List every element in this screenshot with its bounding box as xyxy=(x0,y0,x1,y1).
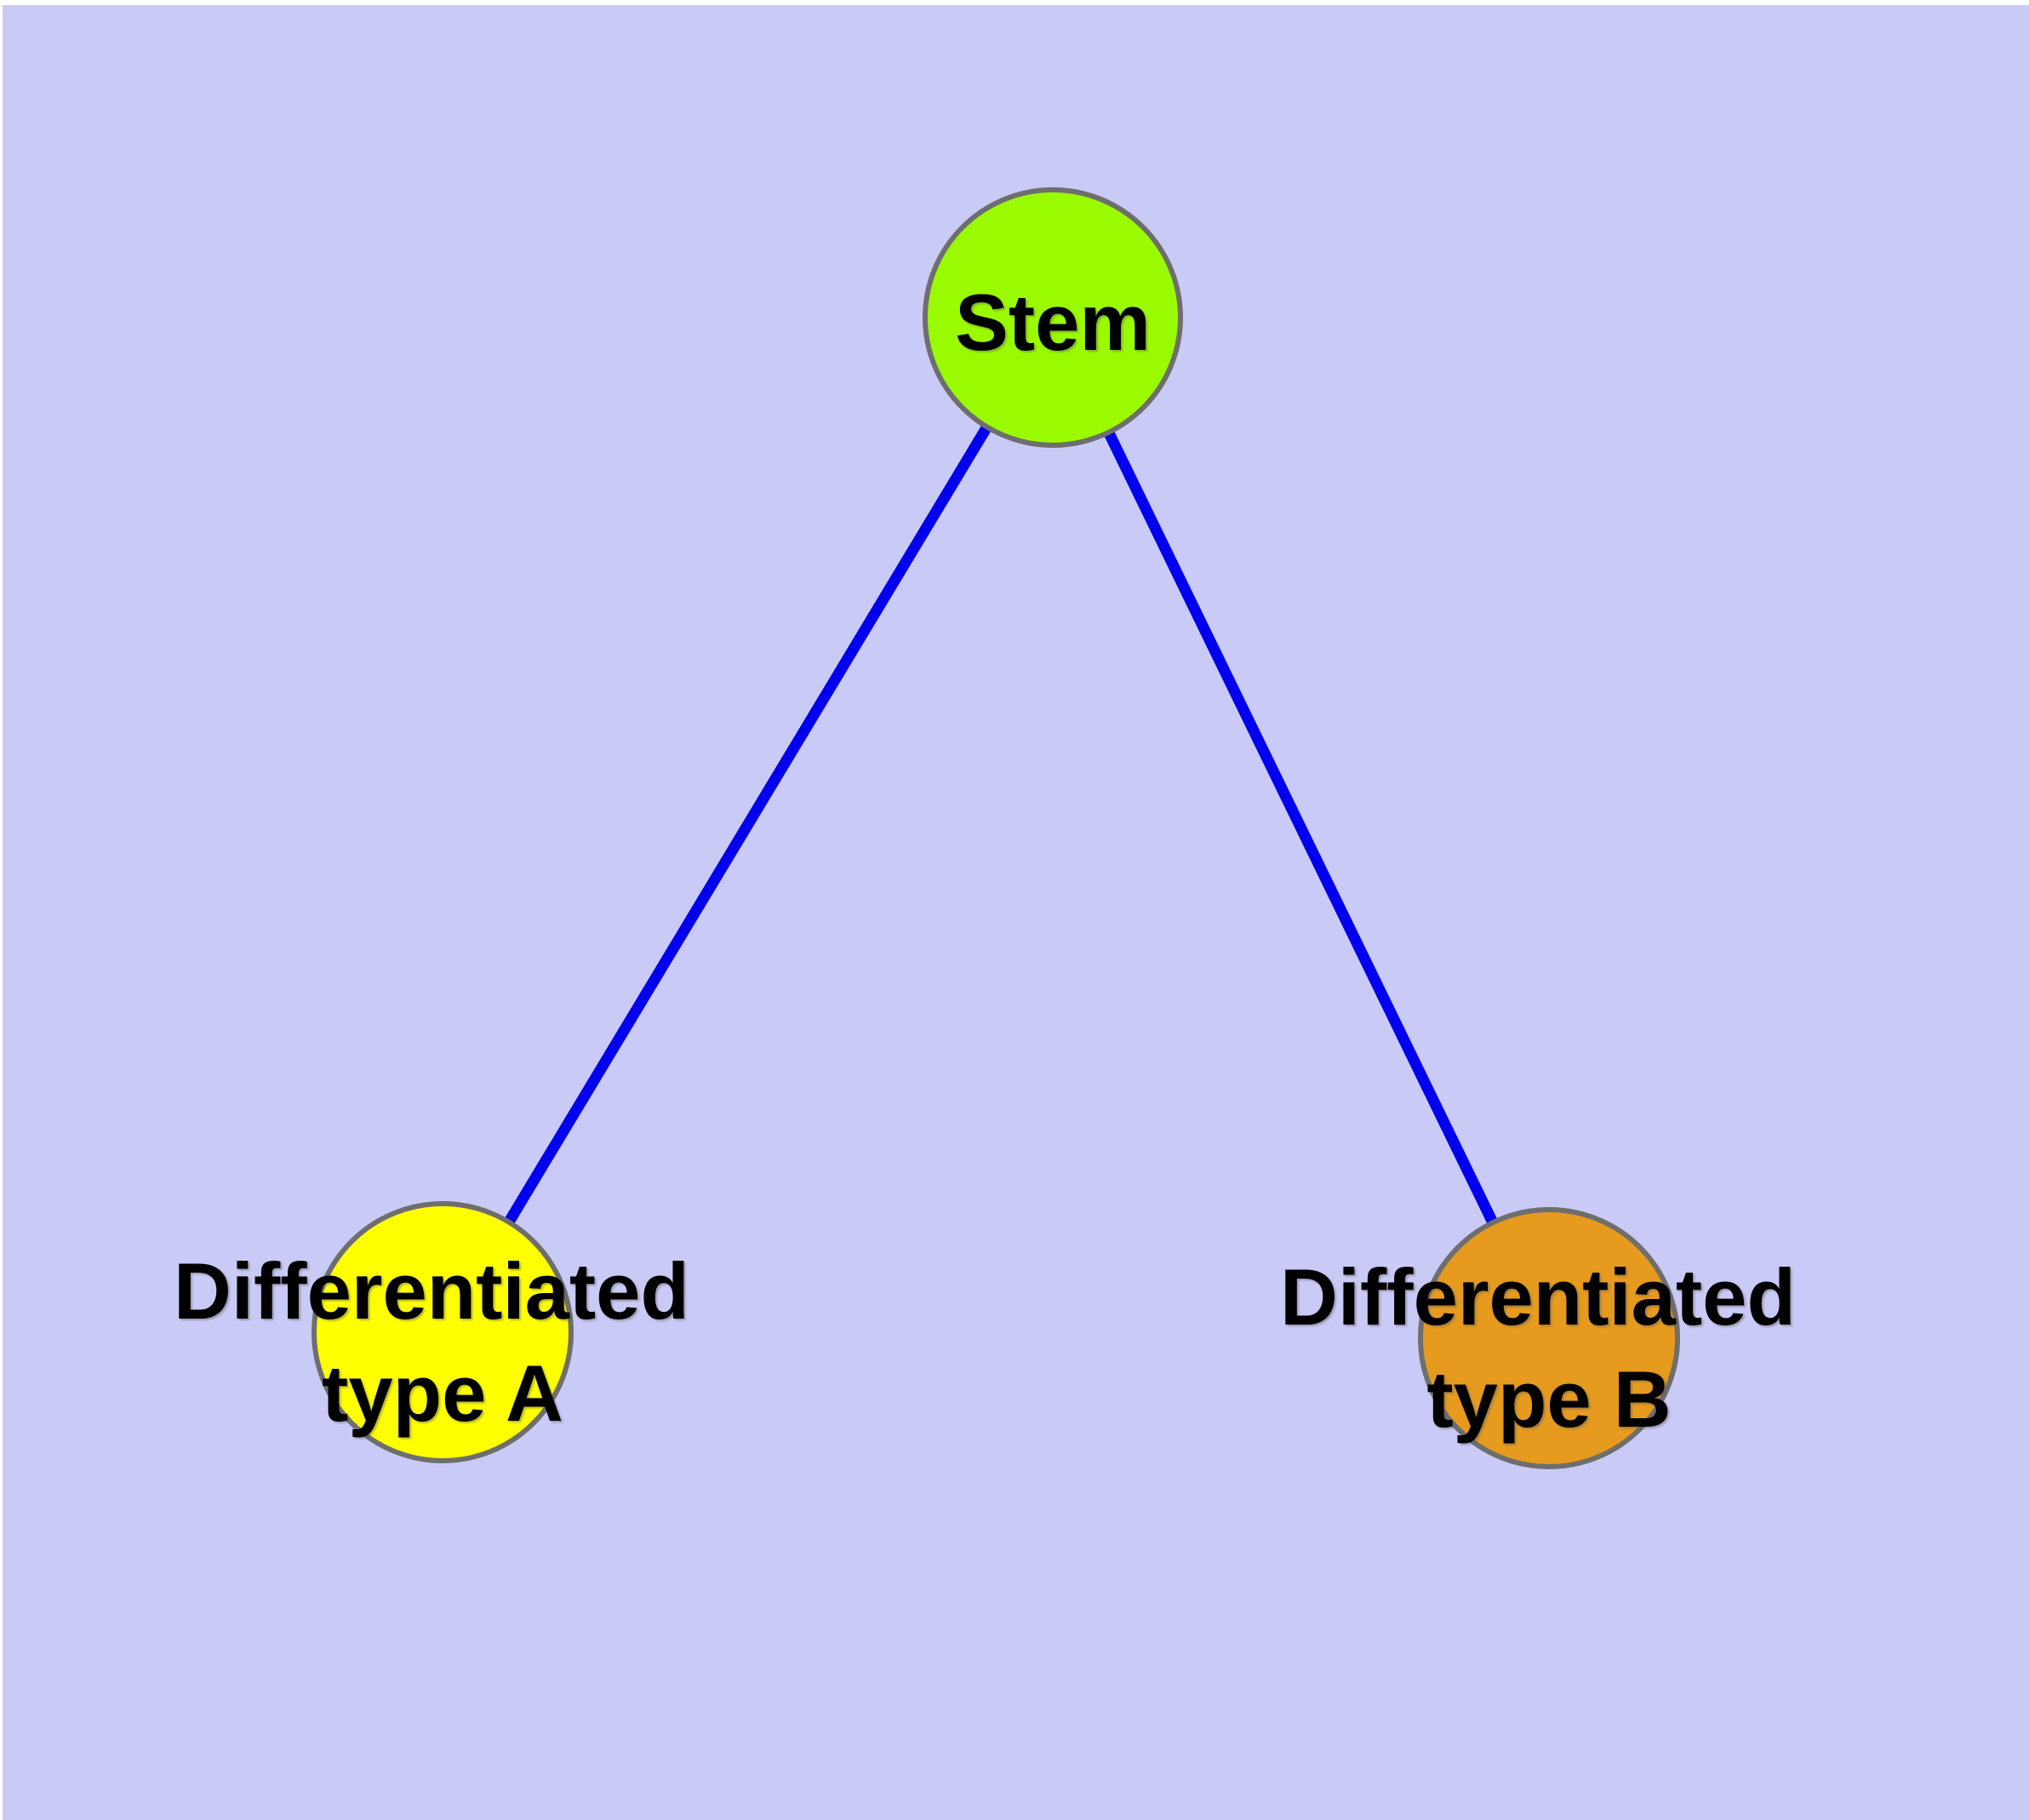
label-type-a-line2: type A xyxy=(322,1348,563,1438)
label-type-a-line1: Differentiated xyxy=(174,1246,689,1336)
label-differentiated-type-a: Differentiated type A xyxy=(174,1246,712,1438)
label-type-b-line1: Differentiated xyxy=(1280,1252,1796,1342)
edge-stem-to-type-b xyxy=(1048,315,1554,1341)
edge-stem-to-type-a xyxy=(437,314,1058,1336)
node-stem xyxy=(923,187,1183,448)
label-type-b-line2: type B xyxy=(1426,1354,1671,1444)
label-differentiated-type-b: Differentiated type B xyxy=(1280,1252,1818,1444)
node-differentiated-type-a xyxy=(311,1201,574,1463)
label-stem: Stem xyxy=(955,278,1151,367)
node-differentiated-type-b xyxy=(1418,1207,1680,1469)
